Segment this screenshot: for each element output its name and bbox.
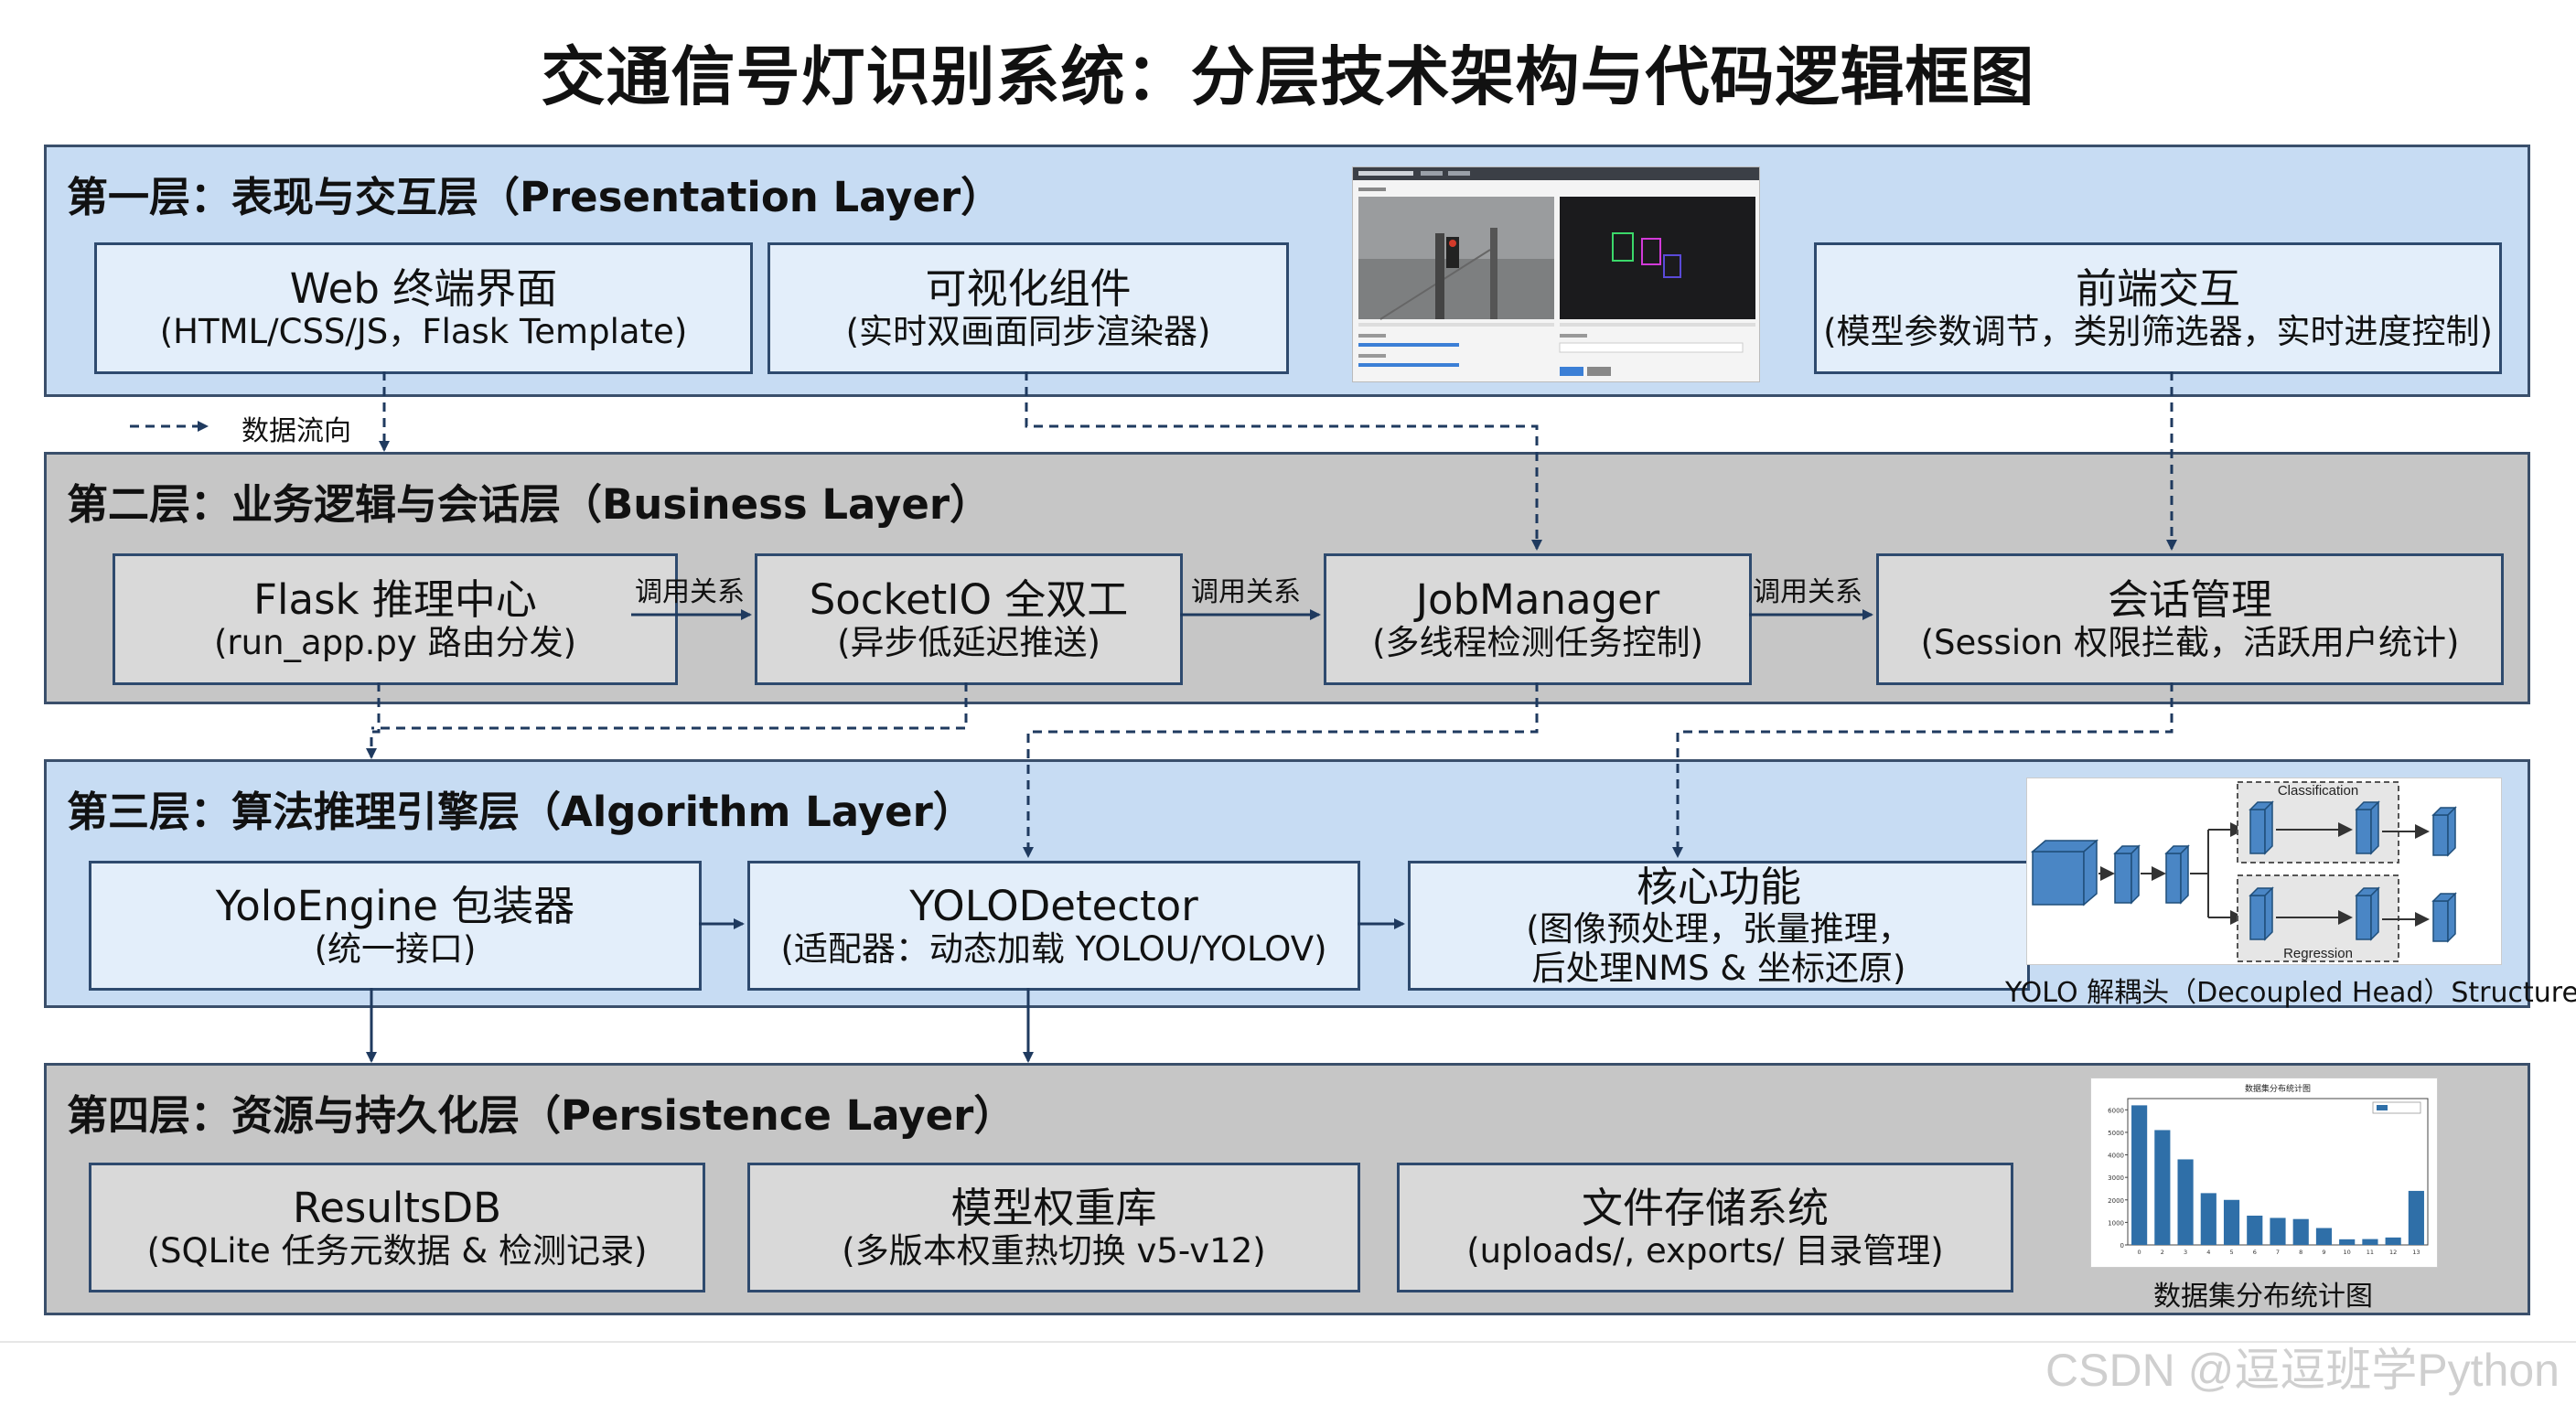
dataset-distribution-chart: 数据集分布统计图 0 1000 2000 3000 4000 5000 6000 0 2 3 4 5 6 7… — [2090, 1078, 2438, 1268]
x-tick-label: 0 — [2138, 1249, 2141, 1256]
layer-title: 第一层：表现与交互层（Presentation Layer） — [67, 173, 1003, 221]
legend-swatch — [2377, 1105, 2388, 1110]
page-title: 交通信号灯识别系统：分层技术架构与代码逻辑框图 — [541, 39, 2035, 114]
node-socketio: SocketIO 全双工 (异步低延迟推送) — [755, 553, 1183, 685]
bar — [2154, 1130, 2171, 1245]
node-subtitle: (统一接口) — [314, 928, 477, 969]
x-tick-label: 8 — [2299, 1249, 2302, 1256]
y-tick-label: 1000 — [2108, 1219, 2124, 1227]
node-title: YOLODetector — [909, 881, 1198, 930]
node-results-db: ResultsDB (SQLite 任务元数据 & 检测记录) — [89, 1163, 705, 1292]
layer-title: 第四层：资源与持久化层（Persistence Layer） — [67, 1091, 1015, 1140]
node-subtitle: (适配器：动态加载 YOLOU/YOLOV) — [780, 928, 1327, 969]
bottom-divider — [0, 1341, 2576, 1343]
x-tick-label: 6 — [2253, 1249, 2257, 1256]
chart-title: 数据集分布统计图 — [2245, 1083, 2311, 1094]
x-tick-label: 2 — [2161, 1249, 2164, 1256]
node-subtitle: (多版本权重热切换 v5-v12) — [842, 1230, 1266, 1271]
node-title: 会话管理 — [2107, 574, 2272, 624]
node-web-terminal: Web 终端界面 (HTML/CSS/JS，Flask Template) — [94, 242, 753, 374]
x-tick-label: 3 — [2184, 1249, 2187, 1256]
y-tick-label: 5000 — [2108, 1130, 2124, 1137]
node-flask-inference: Flask 推理中心 (run_app.py 路由分发) — [113, 553, 678, 685]
node-session-management: 会话管理 (Session 权限拦截，活跃用户统计) — [1876, 553, 2504, 685]
node-subtitle: (模型参数调节，类别筛选器，实时进度控制) — [1823, 311, 2493, 351]
bar — [2177, 1159, 2194, 1245]
bar — [2292, 1218, 2309, 1245]
bar — [2362, 1239, 2378, 1245]
node-subtitle: (图像预处理，张量推理， — [1526, 909, 1912, 949]
bar — [2200, 1193, 2216, 1245]
bar — [2385, 1237, 2401, 1245]
node-subtitle: (SQLite 任务元数据 & 检测记录) — [146, 1230, 648, 1271]
node-title: 前端交互 — [2075, 263, 2240, 313]
y-tick-label: 3000 — [2108, 1174, 2124, 1182]
figure-label-classification: Classification — [2278, 783, 2358, 799]
edge-label-call: 调用关系 — [635, 576, 745, 608]
decoupled-head-figure: Classification Regression — [2026, 778, 2502, 965]
x-tick-label: 12 — [2389, 1249, 2397, 1256]
node-yolo-detector: YOLODetector (适配器：动态加载 YOLOU/YOLOV) — [747, 861, 1360, 991]
node-title: 核心功能 — [1636, 862, 1801, 911]
node-subtitle: (多线程检测任务控制) — [1372, 622, 1703, 662]
bar — [2223, 1199, 2240, 1245]
bar — [2270, 1217, 2286, 1245]
legend-label: 数据流向 — [242, 415, 351, 447]
node-title: ResultsDB — [292, 1183, 501, 1232]
node-title: JobManager — [1415, 574, 1660, 624]
watermark: CSDN @逗逗班学Python — [2045, 1345, 2560, 1396]
node-subtitle: (run_app.py 路由分发) — [213, 622, 577, 662]
node-frontend-interaction: 前端交互 (模型参数调节，类别筛选器，实时进度控制) — [1814, 242, 2502, 374]
x-tick-label: 7 — [2276, 1249, 2280, 1256]
node-file-storage: 文件存储系统 (uploads/, exports/ 目录管理) — [1397, 1163, 2013, 1292]
layer-title: 第二层：业务逻辑与会话层（Business Layer） — [67, 480, 992, 529]
node-visualization: 可视化组件 (实时双画面同步渲染器) — [767, 242, 1289, 374]
bar — [2315, 1228, 2333, 1245]
node-model-weights: 模型权重库 (多版本权重热切换 v5-v12) — [747, 1163, 1360, 1292]
bar — [2339, 1239, 2356, 1245]
node-title: 文件存储系统 — [1581, 1183, 1829, 1232]
ui-screenshot-thumbnail — [1352, 166, 1760, 382]
x-tick-label: 5 — [2229, 1249, 2233, 1256]
node-title: SocketIO 全双工 — [809, 574, 1129, 624]
decoupled-head-caption: YOLO 解耦头（Decoupled Head）Structure — [2005, 977, 2576, 1009]
node-title: 可视化组件 — [925, 263, 1132, 313]
x-tick-label: 4 — [2206, 1249, 2210, 1256]
node-title: YoloEngine 包装器 — [215, 881, 575, 930]
node-subtitle: (Session 权限拦截，活跃用户统计) — [1920, 622, 2460, 662]
node-job-manager: JobManager (多线程检测任务控制) — [1324, 553, 1752, 685]
bar — [2131, 1105, 2148, 1245]
node-subtitle: (uploads/, exports/ 目录管理) — [1466, 1230, 1944, 1271]
layer-title: 第三层：算法推理引擎层（Algorithm Layer） — [67, 788, 974, 836]
x-tick-label: 10 — [2344, 1249, 2351, 1256]
edge-label-call: 调用关系 — [1191, 576, 1301, 608]
y-tick-label: 6000 — [2108, 1107, 2124, 1114]
dataset-chart-caption: 数据集分布统计图 — [2153, 1281, 2373, 1313]
node-subtitle: (异步低延迟推送) — [837, 622, 1100, 662]
node-title: Web 终端界面 — [289, 263, 558, 313]
y-tick-label: 2000 — [2108, 1197, 2124, 1205]
edge-label-call: 调用关系 — [1753, 576, 1862, 608]
x-tick-label: 11 — [2367, 1249, 2374, 1256]
node-subtitle: (HTML/CSS/JS，Flask Template) — [159, 311, 688, 351]
x-tick-label: 13 — [2412, 1249, 2420, 1256]
node-yolo-engine: YoloEngine 包装器 (统一接口) — [89, 861, 702, 991]
layer-presentation: 第一层：表现与交互层（Presentation Layer） Web 终端界面 … — [44, 145, 2530, 397]
y-tick-label: 4000 — [2108, 1153, 2124, 1160]
x-tick-label: 9 — [2322, 1249, 2325, 1256]
figure-label-regression: Regression — [2283, 946, 2353, 961]
node-subtitle: (实时双画面同步渲染器) — [845, 311, 1211, 351]
node-core-functions: 核心功能 (图像预处理，张量推理， 后处理NMS & 坐标还原) — [1408, 861, 2030, 991]
y-tick-label: 0 — [2120, 1242, 2124, 1249]
node-title: 模型权重库 — [950, 1183, 1157, 1232]
bar — [2247, 1216, 2263, 1245]
node-title: Flask 推理中心 — [253, 574, 537, 624]
node-subtitle-line2: 后处理NMS & 坐标还原) — [1531, 948, 1906, 988]
bar — [2408, 1190, 2424, 1245]
